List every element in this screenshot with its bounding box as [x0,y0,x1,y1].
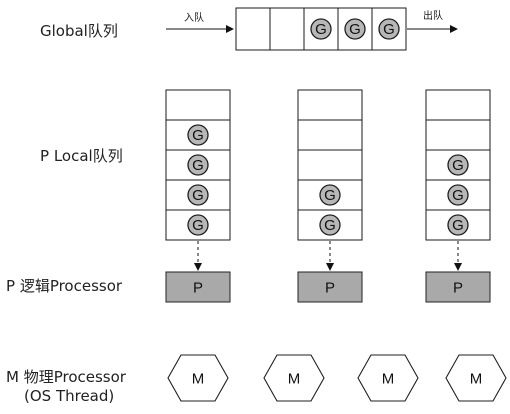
local-queue-cell: G [165,149,231,181]
os-thread-machine: M [445,354,507,402]
local-queue-label: P Local队列 [40,147,123,165]
os-thread-machine: M [357,354,419,402]
logical-processor: P [297,271,363,303]
global-queue-cell: G [303,7,339,51]
queue-cell-box [297,119,363,151]
machine-label: M [382,371,395,388]
processor-label: P [453,280,463,297]
local-queue-cell: G [425,149,491,181]
goroutine-circle [187,124,209,146]
goroutine-label: G [452,187,464,204]
goroutine-circle [187,184,209,206]
queue-cell-box [165,89,231,121]
local-queue-cell: G [297,209,363,241]
local-queue-cell: G [425,179,491,211]
processor-box [425,271,491,303]
local-queue-cell [297,119,363,151]
os-thread-machine: M [167,354,229,402]
goroutine-circle [447,184,469,206]
logical-processor: P [165,271,231,303]
local-queue: GGG [425,89,491,271]
goroutine-label: G [349,21,361,38]
goroutine-label: G [192,157,204,174]
physical-processor-label: M 物理Processor [6,368,127,386]
global-queue-cell [269,7,305,51]
queue-cell-box [235,7,271,51]
queue-cell-box [269,7,305,51]
goroutine-label: G [324,217,336,234]
local-queue-cell: G [425,209,491,241]
machine-label: M [192,371,205,388]
physical-processor-sublabel: (OS Thread) [24,387,114,405]
global-queue-cell: G [337,7,373,51]
processor-box [165,271,231,303]
goroutine-circle [447,214,469,236]
local-queue-cell [297,149,363,181]
local-queue-cell: G [165,179,231,211]
machine-hexagon [445,354,507,402]
goroutine-label: G [452,217,464,234]
enqueue-label: 入队 [184,11,204,24]
goroutine-label: G [383,21,395,38]
goroutine-circle [187,154,209,176]
goroutine-circle [319,214,341,236]
global-queue-cell: G [371,7,407,51]
machine-hexagon [263,354,325,402]
queue-cell-box [425,119,491,151]
goroutine-circle [344,18,366,40]
machine-label: M [470,371,483,388]
local-queue-cell: G [297,179,363,211]
goroutine-label: G [192,187,204,204]
goroutine-label: G [315,21,327,38]
goroutine-circle [187,214,209,236]
goroutine-label: G [452,157,464,174]
goroutine-label: G [324,187,336,204]
queue-cell-box [297,149,363,181]
queue-cell-box [425,89,491,121]
local-queue-cell [425,119,491,151]
processor-label: P [193,280,203,297]
local-queue-cell [297,89,363,121]
local-queue-cell: G [165,119,231,151]
processor-label: P [325,280,335,297]
logical-processor-label: P 逻辑Processor [6,277,123,295]
queue-cell-box [297,89,363,121]
local-queue: GG [297,89,363,271]
goroutine-circle [447,154,469,176]
goroutine-circle [378,18,400,40]
goroutine-label: G [192,217,204,234]
dequeue-label: 出队 [423,9,443,22]
goroutine-label: G [192,127,204,144]
processor-box [297,271,363,303]
goroutine-circle [319,184,341,206]
os-thread-machine: M [263,354,325,402]
local-queue-cell [425,89,491,121]
machine-hexagon [357,354,419,402]
local-queue-cell: G [165,209,231,241]
logical-processor: P [425,271,491,303]
goroutine-circle [310,18,332,40]
global-queue-label: Global队列 [40,22,118,40]
local-queue-cell [165,89,231,121]
machine-hexagon [167,354,229,402]
machine-label: M [288,371,301,388]
global-queue-cell [235,7,271,51]
